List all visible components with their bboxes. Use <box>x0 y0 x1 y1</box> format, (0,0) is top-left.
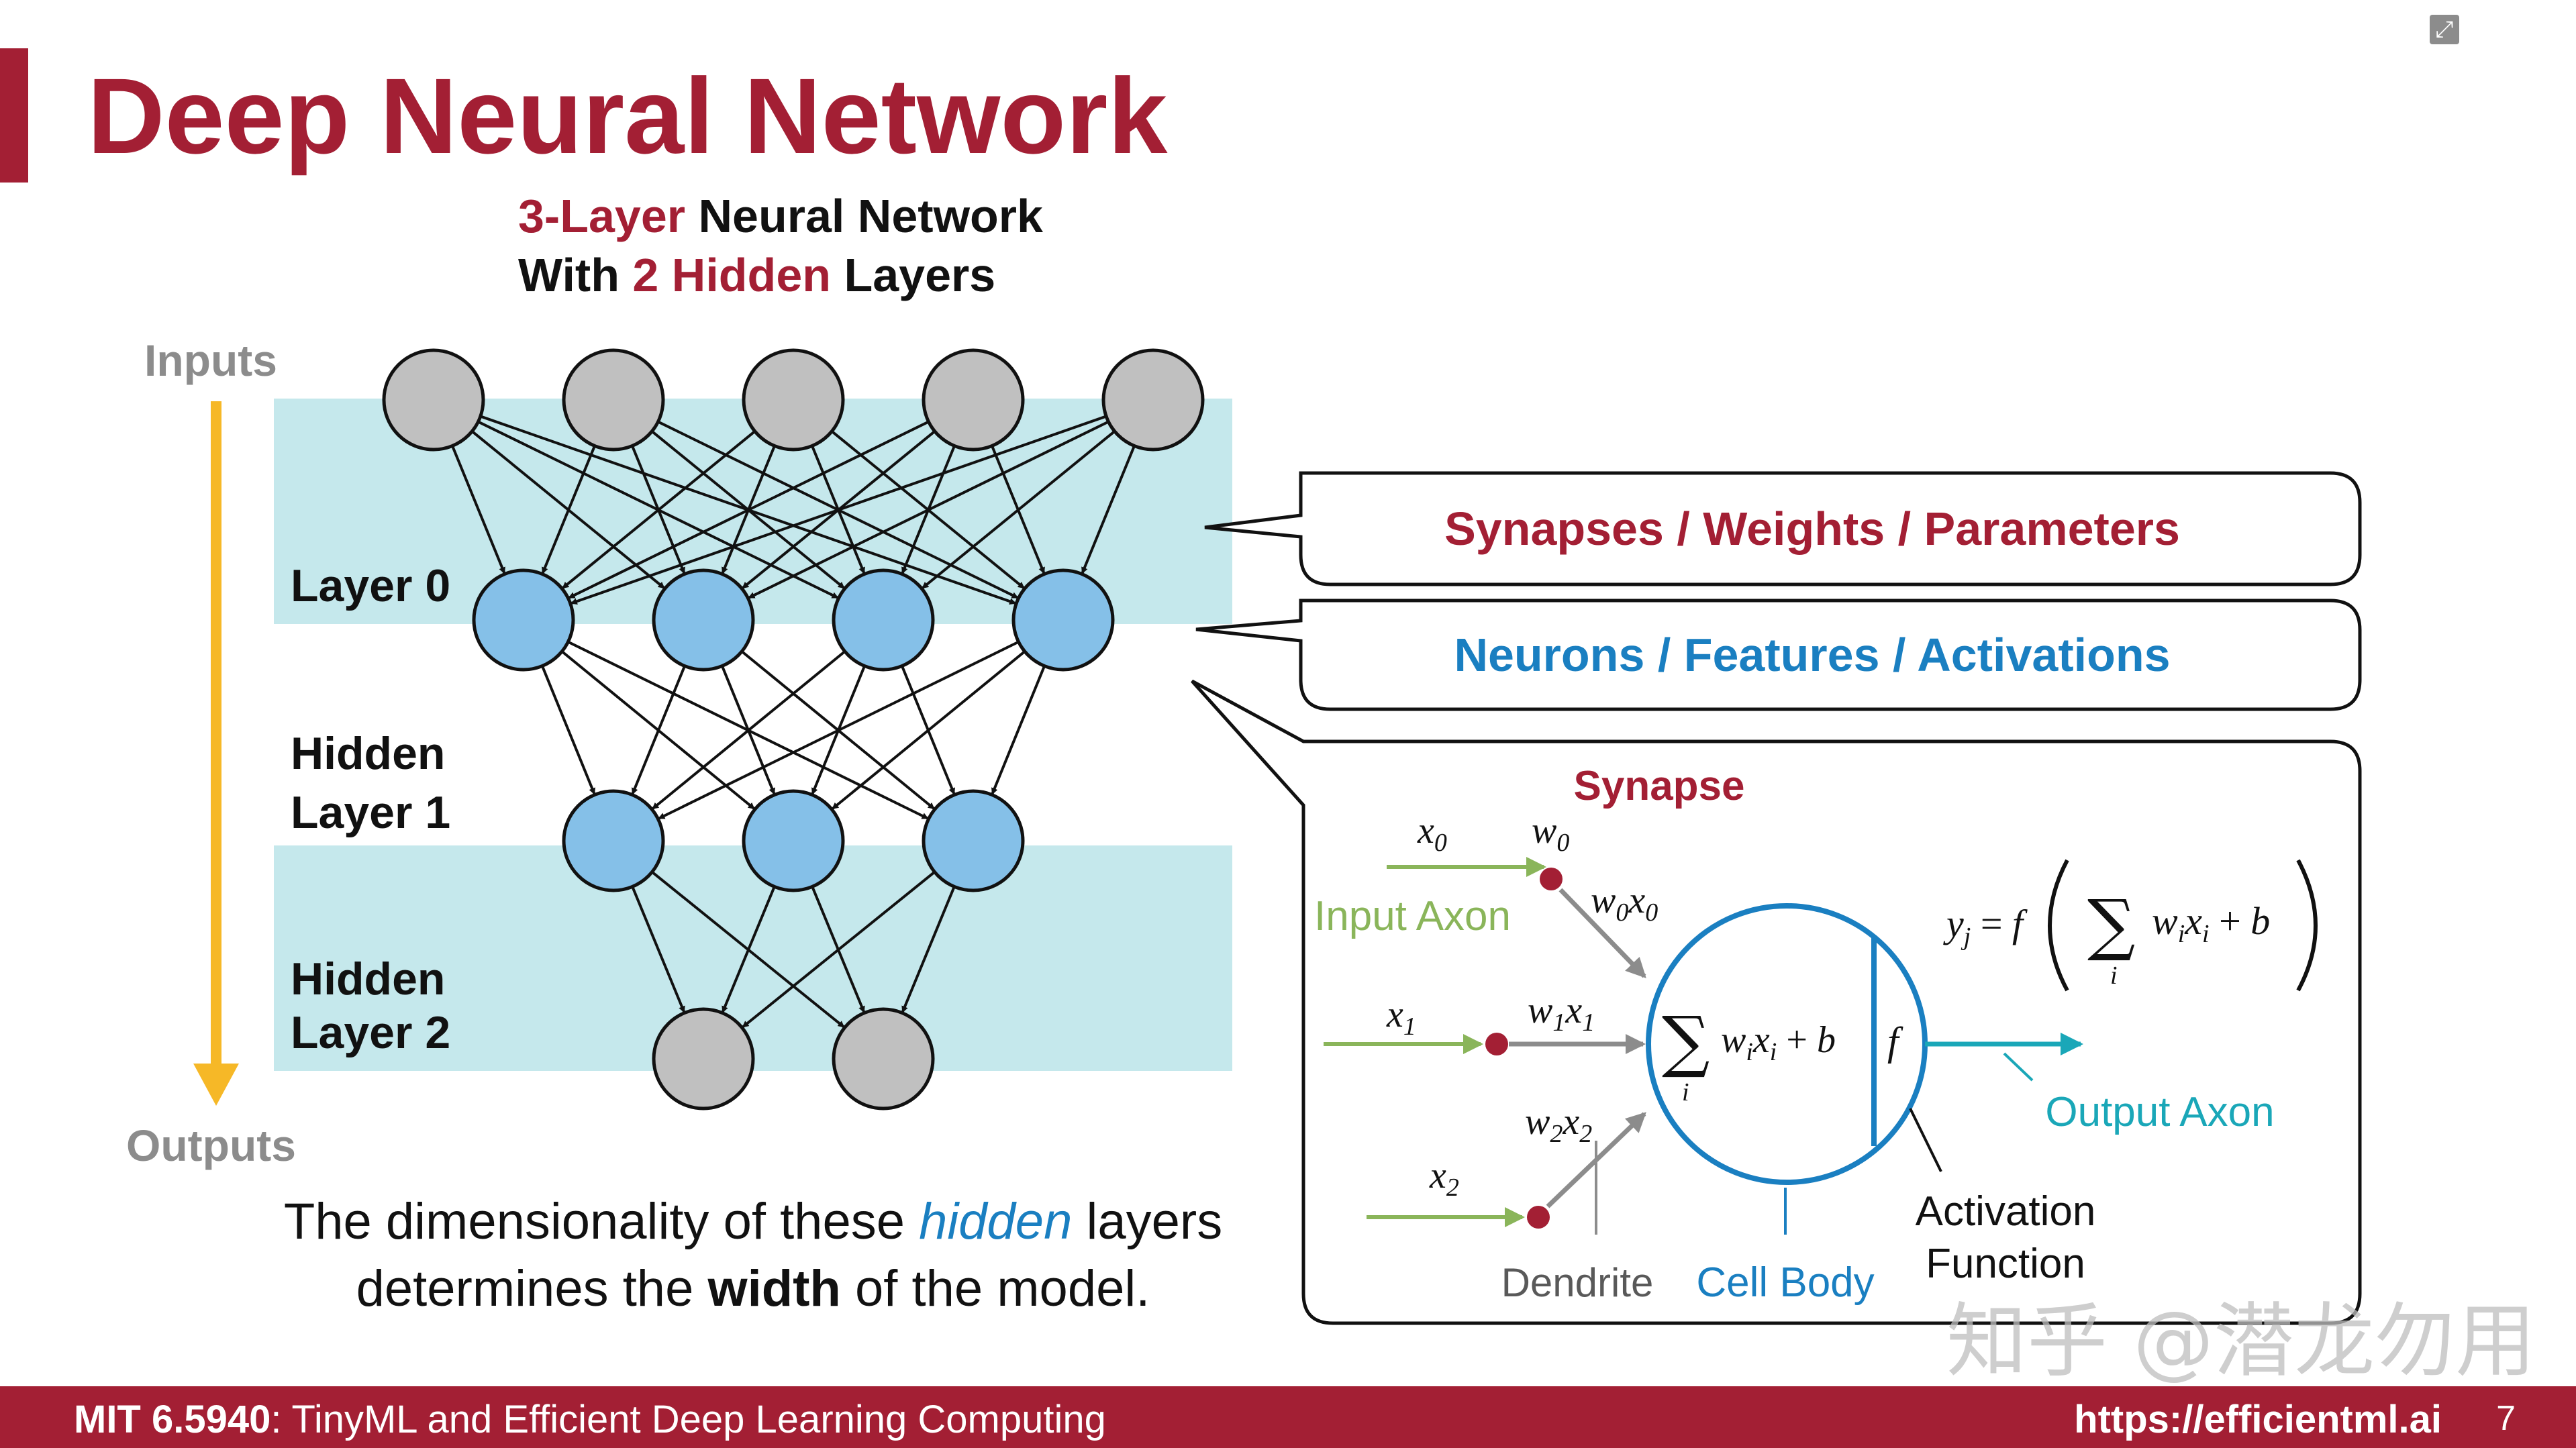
node-input-l0-1 <box>562 348 665 452</box>
footer-url[interactable]: https://efficientml.ai <box>2074 1398 2442 1441</box>
svg-text:∑: ∑ <box>2087 885 2135 964</box>
edge-l1-3-1 <box>832 650 1026 810</box>
edge-l0-0-0 <box>451 445 506 574</box>
node-input-l0-0 <box>382 348 485 452</box>
edge-l1-1-0 <box>631 665 686 795</box>
inputs-label: Inputs <box>144 335 277 385</box>
synapses-callout <box>1204 471 2362 586</box>
synapse-dot-0 <box>1540 868 1563 890</box>
synapse-label: Synapse <box>1573 763 1744 809</box>
edge-l1-3-2 <box>991 665 1046 795</box>
output-axon-pointer <box>2003 1052 2034 1082</box>
dendrite-label: Dendrite <box>1501 1260 1654 1305</box>
edge-l0-4-2 <box>922 430 1116 589</box>
cell-body-formula: wixi + b <box>1721 1019 1836 1066</box>
sum-symbol: ∑ <box>1662 1002 1710 1080</box>
page-title: Deep Neural Network <box>87 56 1168 176</box>
node-hidden-l1-2 <box>832 568 935 672</box>
subtitle-line-2: With 2 Hidden Layers <box>518 249 995 301</box>
activation-pointer <box>1909 1108 1942 1172</box>
watermark: 知乎 @潜龙勿用 <box>1946 1295 2536 1388</box>
edge-l0-1-0 <box>541 445 596 574</box>
node-input-l0-4 <box>1101 348 1205 452</box>
edge-l2-2-0 <box>742 870 936 1028</box>
neurons-callout-text: Neurons / Features / Activations <box>1454 629 2170 681</box>
node-hidden-l2-2 <box>922 789 1025 892</box>
w0-label: w0 <box>1532 810 1569 857</box>
expand-icon[interactable]: ⤢ <box>2430 15 2459 44</box>
edge-l1-2-0 <box>652 650 846 810</box>
footer-bar: MIT 6.5940: TinyML and Efficient Deep Le… <box>0 1386 2576 1448</box>
sum-index: i <box>1682 1078 1689 1106</box>
edge-l0-2-0 <box>562 430 756 589</box>
edge-l1-3-0 <box>658 640 1020 820</box>
activation-label-line2: Function <box>1926 1241 2085 1287</box>
course-name: : TinyML and Efficient Deep Learning Com… <box>270 1398 1106 1441</box>
flow-arrow-head <box>193 1064 239 1106</box>
synapse-dot-1 <box>1485 1033 1508 1055</box>
node-output-l3-1 <box>832 1007 935 1110</box>
node-hidden-l1-3 <box>1011 568 1115 672</box>
activation-label-line1: Activation <box>1916 1188 2096 1235</box>
network-nodes <box>382 348 1205 1110</box>
x1-label: x1 <box>1386 994 1416 1041</box>
edge-l2-2-1 <box>901 886 956 1013</box>
output-axon-label: Output Axon <box>2045 1089 2274 1135</box>
caption-line-2: determines the width of the model. <box>356 1260 1150 1317</box>
node-hidden-l2-1 <box>742 789 845 892</box>
outputs-label: Outputs <box>126 1121 296 1170</box>
node-output-l3-0 <box>652 1007 755 1110</box>
input-axon-label: Input Axon <box>1314 893 1511 939</box>
node-hidden-l1-1 <box>652 568 755 672</box>
synapse-dot-2 <box>1527 1206 1550 1229</box>
title-accent-bar <box>0 48 28 183</box>
neurons-callout <box>1195 599 2362 711</box>
hidden2-label-line2: Layer 2 <box>291 1007 450 1058</box>
hidden1-label-line1: Hidden <box>291 728 445 779</box>
edge-l1-0-0 <box>541 665 596 795</box>
edge-l2-1-0 <box>722 886 776 1013</box>
svg-text:yj = f: yj = f <box>1943 902 2028 951</box>
node-hidden-l2-0 <box>562 789 665 892</box>
svg-text:wixi + b: wixi + b <box>2152 899 2270 948</box>
hidden2-label-line1: Hidden <box>291 953 445 1004</box>
caption-line-1: The dimensionality of these hidden layer… <box>284 1193 1222 1250</box>
layer2-band <box>274 845 1232 1071</box>
svg-text:i: i <box>2110 962 2118 990</box>
layer0-label: Layer 0 <box>291 560 450 611</box>
footer-course: MIT 6.5940: TinyML and Efficient Deep Le… <box>74 1397 1106 1442</box>
edge-l0-3-0 <box>568 420 930 599</box>
dendrite-arrow-0 <box>1558 888 1646 978</box>
page-number: 7 <box>2496 1399 2516 1438</box>
course-code: MIT 6.5940 <box>74 1398 271 1441</box>
subtitle-line-1: 3-Layer Neural Network <box>518 190 1043 242</box>
edge-l0-4-0 <box>570 415 1107 605</box>
edge-l0-4-1 <box>748 420 1109 599</box>
cell-body-label: Cell Body <box>1696 1259 1874 1306</box>
node-input-l0-2 <box>742 348 845 452</box>
x0-label: x0 <box>1417 810 1447 857</box>
output-equation: yj = f ∑ i wixi + b <box>1943 859 2318 992</box>
hidden1-label-line2: Layer 1 <box>291 787 450 838</box>
edge-l2-0-0 <box>631 886 685 1013</box>
network-edges <box>451 415 1136 1028</box>
node-input-l0-3 <box>922 348 1025 452</box>
node-hidden-l1-0 <box>472 568 575 672</box>
edge-l0-4-3 <box>1081 445 1136 574</box>
synapses-callout-text: Synapses / Weights / Parameters <box>1444 503 2180 555</box>
